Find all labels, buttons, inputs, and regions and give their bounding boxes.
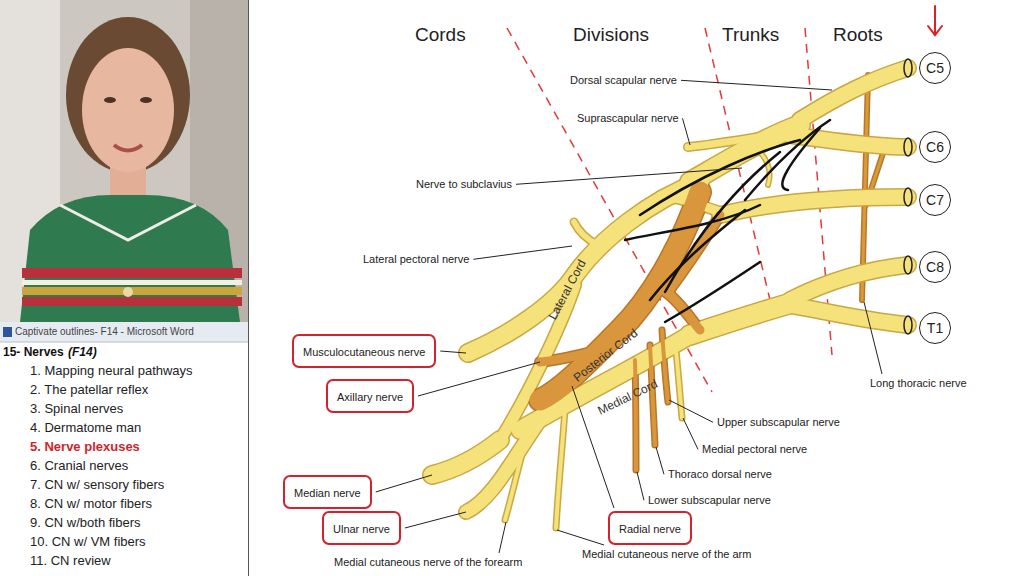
root-name: C6 (926, 139, 944, 155)
leader-line (440, 351, 466, 353)
highlight-box: Musculocutaneous nerve (292, 334, 436, 368)
outline-item-current: 5. Nerve plexuses (30, 440, 140, 455)
root-circle: T1 (919, 312, 951, 344)
nerve-name: Musculocutaneous nerve (303, 346, 425, 358)
nerve-label: Upper subscapular nerve (717, 416, 840, 429)
nerve-outline (432, 68, 908, 528)
outline-item: 9. CN w/both fibers (30, 516, 141, 531)
column-heading: Divisions (573, 24, 649, 46)
window-title: Captivate outlines- F14 - Microsoft Word (15, 326, 194, 338)
outline-item: 8. CN w/ motor fibers (30, 497, 152, 512)
nerve-label: Lower subscapular nerve (648, 494, 771, 507)
outline-heading: 15- Nerves (3, 346, 64, 360)
leader-line (683, 418, 698, 449)
outline-heading: (F14) (68, 346, 97, 360)
outline-item: 11. CN review (30, 554, 111, 569)
red-arrow (928, 6, 942, 35)
nerve-label: Medial cutaneous nerve of the forearm (334, 556, 522, 569)
nerve-name: Axillary nerve (337, 391, 403, 403)
root-circle: C5 (919, 52, 951, 84)
annotation-stroke (625, 120, 830, 322)
video-frame (0, 0, 248, 322)
root-circle: C8 (919, 251, 951, 283)
leader-line (405, 512, 466, 528)
highlight-box: Ulnar nerve (322, 511, 401, 545)
leader-line (669, 400, 713, 422)
nerve-fill (432, 68, 908, 528)
outline-item: 3. Spinal nerves (30, 402, 123, 417)
leader-line (681, 80, 832, 90)
leader-line (376, 475, 432, 492)
nerve-label: Lateral pectoral nerve (363, 253, 469, 266)
highlight-box: Axillary nerve (326, 379, 414, 413)
leader-line (683, 118, 691, 145)
nerve-name: Median nerve (294, 487, 361, 499)
outline-item: 2. The patellar reflex (30, 383, 148, 398)
root-name: C5 (926, 60, 944, 76)
root-name: T1 (927, 320, 943, 336)
outline-item: 1. Mapping neural pathways (30, 364, 193, 379)
nerve-name: Radial nerve (619, 523, 681, 535)
leader-line (637, 472, 644, 500)
outline-item: 6. Cranial nerves (30, 459, 128, 474)
nerve-label: Thoraco dorsal nerve (668, 468, 772, 481)
column-heading: Roots (833, 24, 883, 46)
nerve-name: Ulnar nerve (333, 523, 390, 535)
nerve-label: Suprascapular nerve (577, 112, 679, 125)
highlight-box: Radial nerve (608, 511, 692, 545)
outline-panel (0, 0, 249, 576)
root-circle: C7 (919, 184, 951, 216)
leader-line (557, 530, 604, 545)
root-end (904, 59, 912, 334)
column-heading: Cords (415, 24, 466, 46)
leader-line (864, 302, 882, 374)
column-heading: Trunks (722, 24, 779, 46)
nerve-label: Long thoracic nerve (870, 377, 967, 390)
root-name: C8 (926, 259, 944, 275)
outline-item: 7. CN w/ sensory fibers (30, 478, 164, 493)
leader-line (656, 447, 664, 474)
root-name: C7 (926, 192, 944, 208)
outline-item: 10. CN w/ VM fibers (30, 535, 146, 550)
highlight-box: Median nerve (283, 475, 372, 509)
nerve-label: Medial cutaneous nerve of the arm (582, 548, 751, 561)
leader-line (499, 522, 506, 553)
nerve-label: Medial pectoral nerve (702, 443, 807, 456)
outline-item: 4. Dermatome man (30, 421, 141, 436)
leader-line (516, 168, 742, 184)
leader-line (418, 362, 540, 396)
nerve-label: Dorsal scapular nerve (570, 74, 677, 87)
leader-line (473, 246, 572, 259)
root-circle: C6 (919, 131, 951, 163)
nerve-label: Nerve to subclavius (416, 178, 512, 191)
